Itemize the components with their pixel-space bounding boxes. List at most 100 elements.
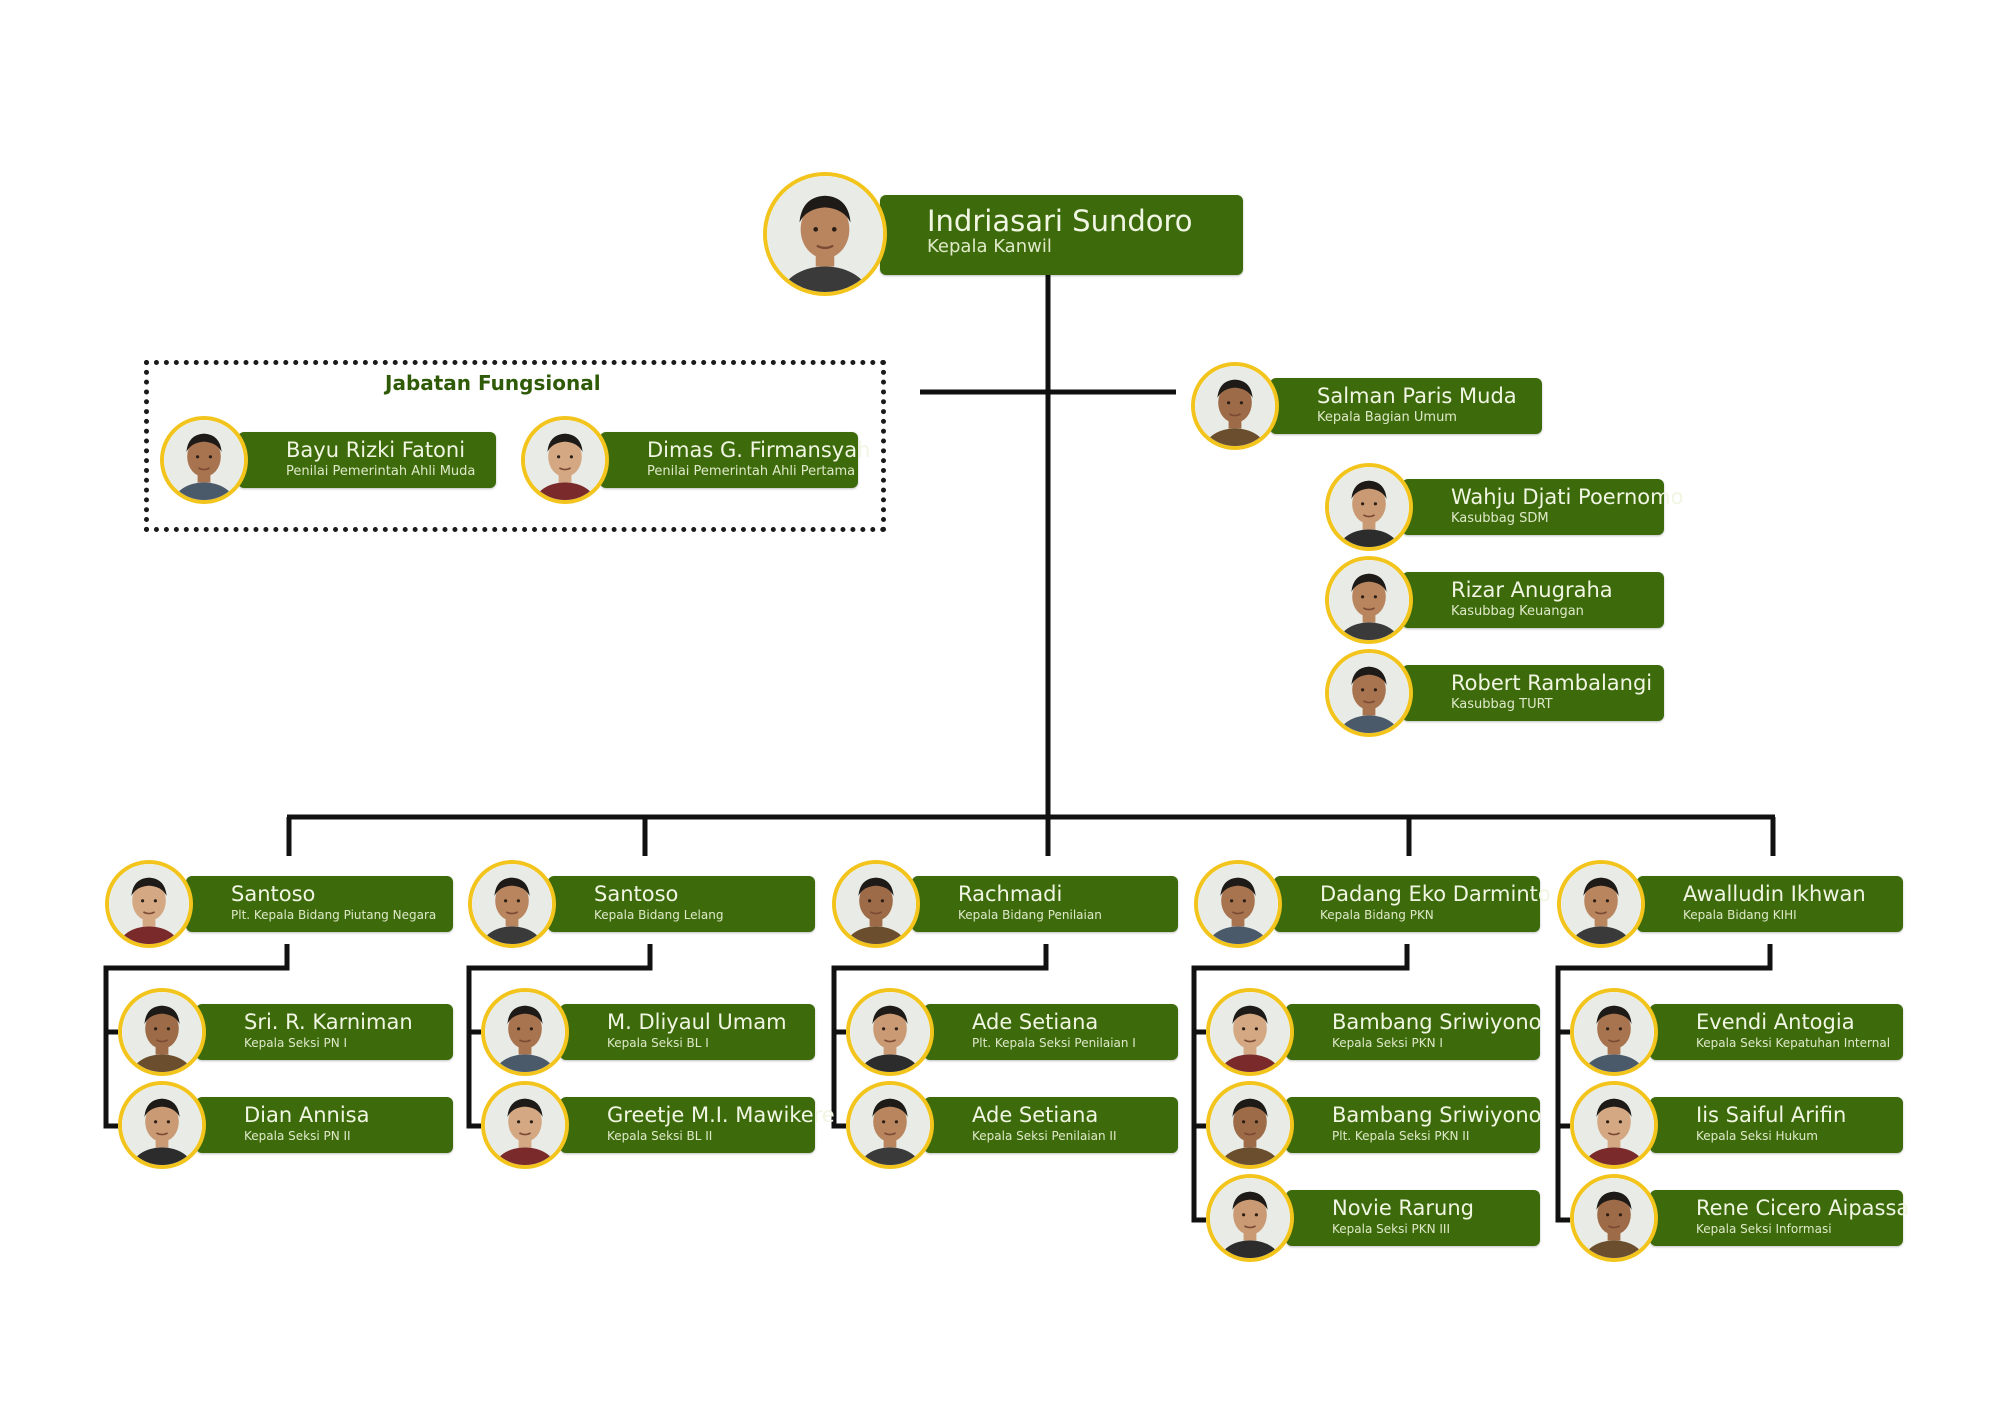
div1-connector (103, 944, 290, 1129)
person-name: Wahju Djati Poernomo (1451, 485, 1684, 509)
avatar-photo (118, 988, 206, 1076)
person-title: Kepala Seksi Hukum (1696, 1129, 1818, 1143)
person-title: Kasubbag Keuangan (1451, 604, 1584, 619)
avatar-photo (105, 860, 193, 948)
person-name: Ade Setiana (972, 1103, 1099, 1127)
person-title: Penilai Pemerintah Ahli Muda (286, 464, 476, 479)
person-name: Dimas G. Firmansyah (647, 438, 871, 462)
person-silhouette-icon (472, 864, 552, 944)
avatar-photo (846, 1081, 934, 1169)
person-name: Sri. R. Karniman (244, 1010, 413, 1034)
person-silhouette-icon (122, 992, 202, 1072)
avatar-photo (1194, 860, 1282, 948)
jabatan-fungsional-title: Jabatan Fungsional (385, 371, 601, 395)
avatar-photo (1557, 860, 1645, 948)
person-title: Kepala Kanwil (927, 236, 1052, 257)
person-silhouette-icon (767, 176, 883, 292)
person-title: Kepala Seksi Kepatuhan Internal (1696, 1036, 1891, 1050)
person-silhouette-icon (485, 992, 565, 1072)
avatar-photo (118, 1081, 206, 1169)
avatar-photo (1570, 988, 1658, 1076)
person-title: Kepala Seksi PKN III (1332, 1222, 1450, 1236)
avatar-photo (1206, 1081, 1294, 1169)
person-silhouette-icon (850, 992, 930, 1072)
person-name: Bambang Sriwiyono (1332, 1010, 1542, 1034)
person-silhouette-icon (1574, 1178, 1654, 1258)
avatar-photo (1570, 1081, 1658, 1169)
avatar-photo (846, 988, 934, 1076)
person-title: Plt. Kepala Bidang Piutang Negara (231, 908, 437, 922)
person-title: Kepala Bidang KIHI (1683, 908, 1797, 922)
person-name: Rene Cicero Aipassa (1696, 1196, 1910, 1220)
person-name: Rizar Anugraha (1451, 578, 1613, 602)
avatar-photo (1570, 1174, 1658, 1262)
person-name: Bambang Sriwiyono (1332, 1103, 1542, 1127)
person-title: Kepala Seksi Penilaian II (972, 1129, 1117, 1143)
person-title: Kepala Seksi PN I (244, 1036, 348, 1050)
person-title: Kepala Bidang PKN (1320, 908, 1434, 922)
person-name: Robert Rambalangi (1451, 671, 1653, 695)
person-silhouette-icon (1210, 992, 1290, 1072)
person-silhouette-icon (1574, 1085, 1654, 1165)
avatar-photo (1325, 649, 1413, 737)
person-silhouette-icon (1574, 992, 1654, 1072)
person-silhouette-icon (1210, 1178, 1290, 1258)
person-name: Indriasari Sundoro (927, 204, 1193, 238)
person-title: Kepala Seksi BL II (607, 1129, 713, 1143)
avatar-photo (763, 172, 887, 296)
person-title: Plt. Kepala Seksi PKN II (1332, 1129, 1470, 1143)
div4-connector (1191, 944, 1410, 1223)
person-name: Dian Annisa (244, 1103, 370, 1127)
person-silhouette-icon (1198, 864, 1278, 944)
person-name: Evendi Antogia (1696, 1010, 1855, 1034)
person-name: Salman Paris Muda (1317, 384, 1517, 408)
avatar-photo (1206, 988, 1294, 1076)
person-title: Kepala Seksi BL I (607, 1036, 709, 1050)
avatar-photo (468, 860, 556, 948)
person-name: Novie Rarung (1332, 1196, 1474, 1220)
person-silhouette-icon (1329, 467, 1409, 547)
person-title: Kepala Seksi PKN I (1332, 1036, 1443, 1050)
person-title: Kasubbag SDM (1451, 511, 1549, 526)
person-silhouette-icon (485, 1085, 565, 1165)
person-silhouette-icon (1210, 1085, 1290, 1165)
person-name: Santoso (231, 882, 316, 906)
person-silhouette-icon (1561, 864, 1641, 944)
person-silhouette-icon (1329, 560, 1409, 640)
person-name: Iis Saiful Arifin (1696, 1103, 1847, 1127)
avatar-photo (1325, 556, 1413, 644)
jabatan-fungsional-box (144, 360, 886, 532)
person-name: Awalludin Ikhwan (1683, 882, 1866, 906)
person-silhouette-icon (525, 420, 605, 500)
person-title: Kepala Bagian Umum (1317, 410, 1457, 425)
person-title: Kepala Bidang Penilaian (958, 908, 1102, 922)
person-name: Ade Setiana (972, 1010, 1099, 1034)
person-title: Kepala Seksi Informasi (1696, 1222, 1832, 1236)
person-name: Bayu Rizki Fatoni (286, 438, 466, 462)
person-title: Penilai Pemerintah Ahli Pertama (647, 464, 856, 479)
avatar-photo (1325, 463, 1413, 551)
person-silhouette-icon (836, 864, 916, 944)
avatar-photo (481, 988, 569, 1076)
